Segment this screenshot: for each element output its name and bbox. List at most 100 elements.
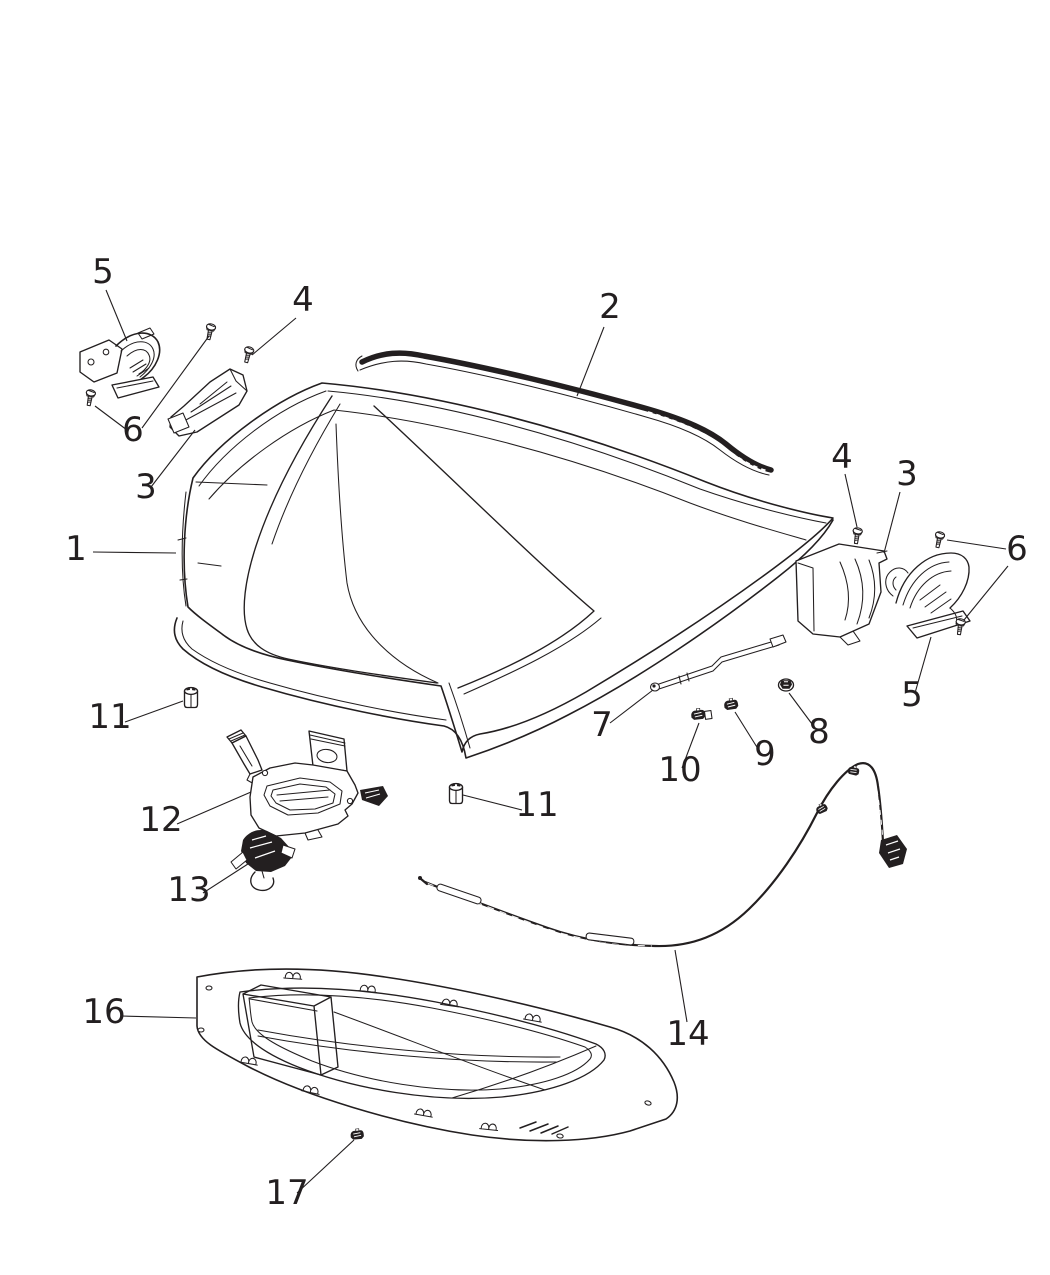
hood-outline [183,382,834,753]
hood-panel [173,382,834,759]
hood-crease-left [243,395,438,684]
bracket-opening-inner [270,783,336,811]
grille-support-panel [196,968,679,1142]
hinge-left-foot-line [116,380,154,389]
screw-4-right [850,526,864,545]
panel-hole [644,1100,652,1106]
screw-6a-left [203,322,217,341]
hinge-left-tab [137,327,155,340]
callout-14: 14 [666,1014,709,1054]
grommet-8 [777,678,795,692]
latch-body [241,830,292,872]
bracket-hole [346,797,354,805]
cable-texture2 [876,789,884,843]
hood-hinge-right [885,552,971,639]
bracket-shelf-lines [276,789,331,802]
leader-10 [681,722,700,769]
leader-8 [788,692,816,729]
callout-9: 9 [754,734,776,774]
hood-left-edge-ticks [177,481,268,581]
callout-1: 1 [65,529,87,569]
hinge-left-hole [87,358,95,366]
latch-detail-lines [249,835,276,859]
hinge-right-hatch [919,584,952,614]
panel-diagonals [333,1011,597,1099]
bracket-hole [261,769,269,777]
leader-7 [609,689,654,724]
clip-17 [349,1127,365,1141]
weatherstrip-underline [359,360,770,476]
bracket-tube-hatch [228,732,246,742]
prop-rod-sleeve [678,672,690,685]
leader-11-front [462,794,523,811]
leader-4-right [844,473,858,528]
cable-body [423,762,885,948]
bracket-opening-outer [263,777,343,816]
bumper-11-left [183,686,199,709]
bracket-chimney-hole [316,748,338,764]
panel-hatch [519,1121,569,1135]
callout-8: 8 [808,712,830,752]
hinge-cover-right [795,543,888,646]
hood-latch [230,830,296,892]
hinge-left-hole [102,348,110,356]
callout-11-front: 11 [515,785,558,825]
hinge-left-plate [79,339,123,383]
cable-handle-lines [885,840,901,861]
latch-stem [261,870,265,879]
callout-6-right: 6 [1006,529,1028,569]
cover-right-face [797,562,815,632]
cable-clip [846,764,861,777]
hinge-right-arm [895,552,970,609]
leader-13 [202,861,252,894]
latch-support-bracket [226,729,388,841]
hood-front-skirt [173,519,834,759]
hood-dome-right-echo [463,617,602,695]
callout-11-left: 11 [88,697,131,737]
hood-hinge-left [79,327,161,399]
callout-4-right: 4 [831,437,853,477]
cable-sleeve [436,883,482,905]
panel-frame-inner [248,994,592,1091]
cover-left-edge [229,368,248,392]
weatherstrip-end [355,355,363,372]
screw-6a-right [932,530,946,549]
leader-17 [296,1139,355,1194]
leader-4-left [251,317,297,356]
hinge-left-arm-inner2 [126,348,151,375]
bracket-bottom-tab [304,829,323,841]
prop-rod-lower [655,644,780,691]
callout-12: 12 [139,800,182,840]
cover-left-ribs [183,381,237,422]
clip-10-nut [703,710,713,720]
hood-dome-right-line [373,405,595,689]
hood-nose-facet [448,682,471,749]
leader-14 [674,949,688,1023]
hood-dome-left-line [335,423,439,684]
bumper-11-front [448,782,464,805]
latch-lever [230,851,248,870]
leader-5-left [105,289,128,342]
callout-6-left: 6 [122,410,144,450]
hinge-left-hatch [129,359,150,377]
latch-loop [250,871,275,892]
callout-5-right: 5 [901,675,923,715]
panel-hole [205,985,213,991]
panel-hole [556,1133,564,1139]
leader-lines [92,289,1009,1194]
cover-right-body [795,543,888,638]
leader-3-left [150,429,196,488]
prop-rod-hook-end [769,634,787,648]
bracket-chimney-hatch [309,734,346,747]
hinge-right-curl [885,567,909,597]
leader-6-right-b [963,565,1009,621]
leader-5-right [914,636,932,694]
release-cable [418,762,907,948]
hood-rear-band-corner [198,390,327,487]
weatherstrip-texture [647,411,769,472]
hood-crease-left-echo [271,403,341,545]
callout-13: 13 [167,870,210,910]
hinge-right-arm-inner [902,561,952,609]
